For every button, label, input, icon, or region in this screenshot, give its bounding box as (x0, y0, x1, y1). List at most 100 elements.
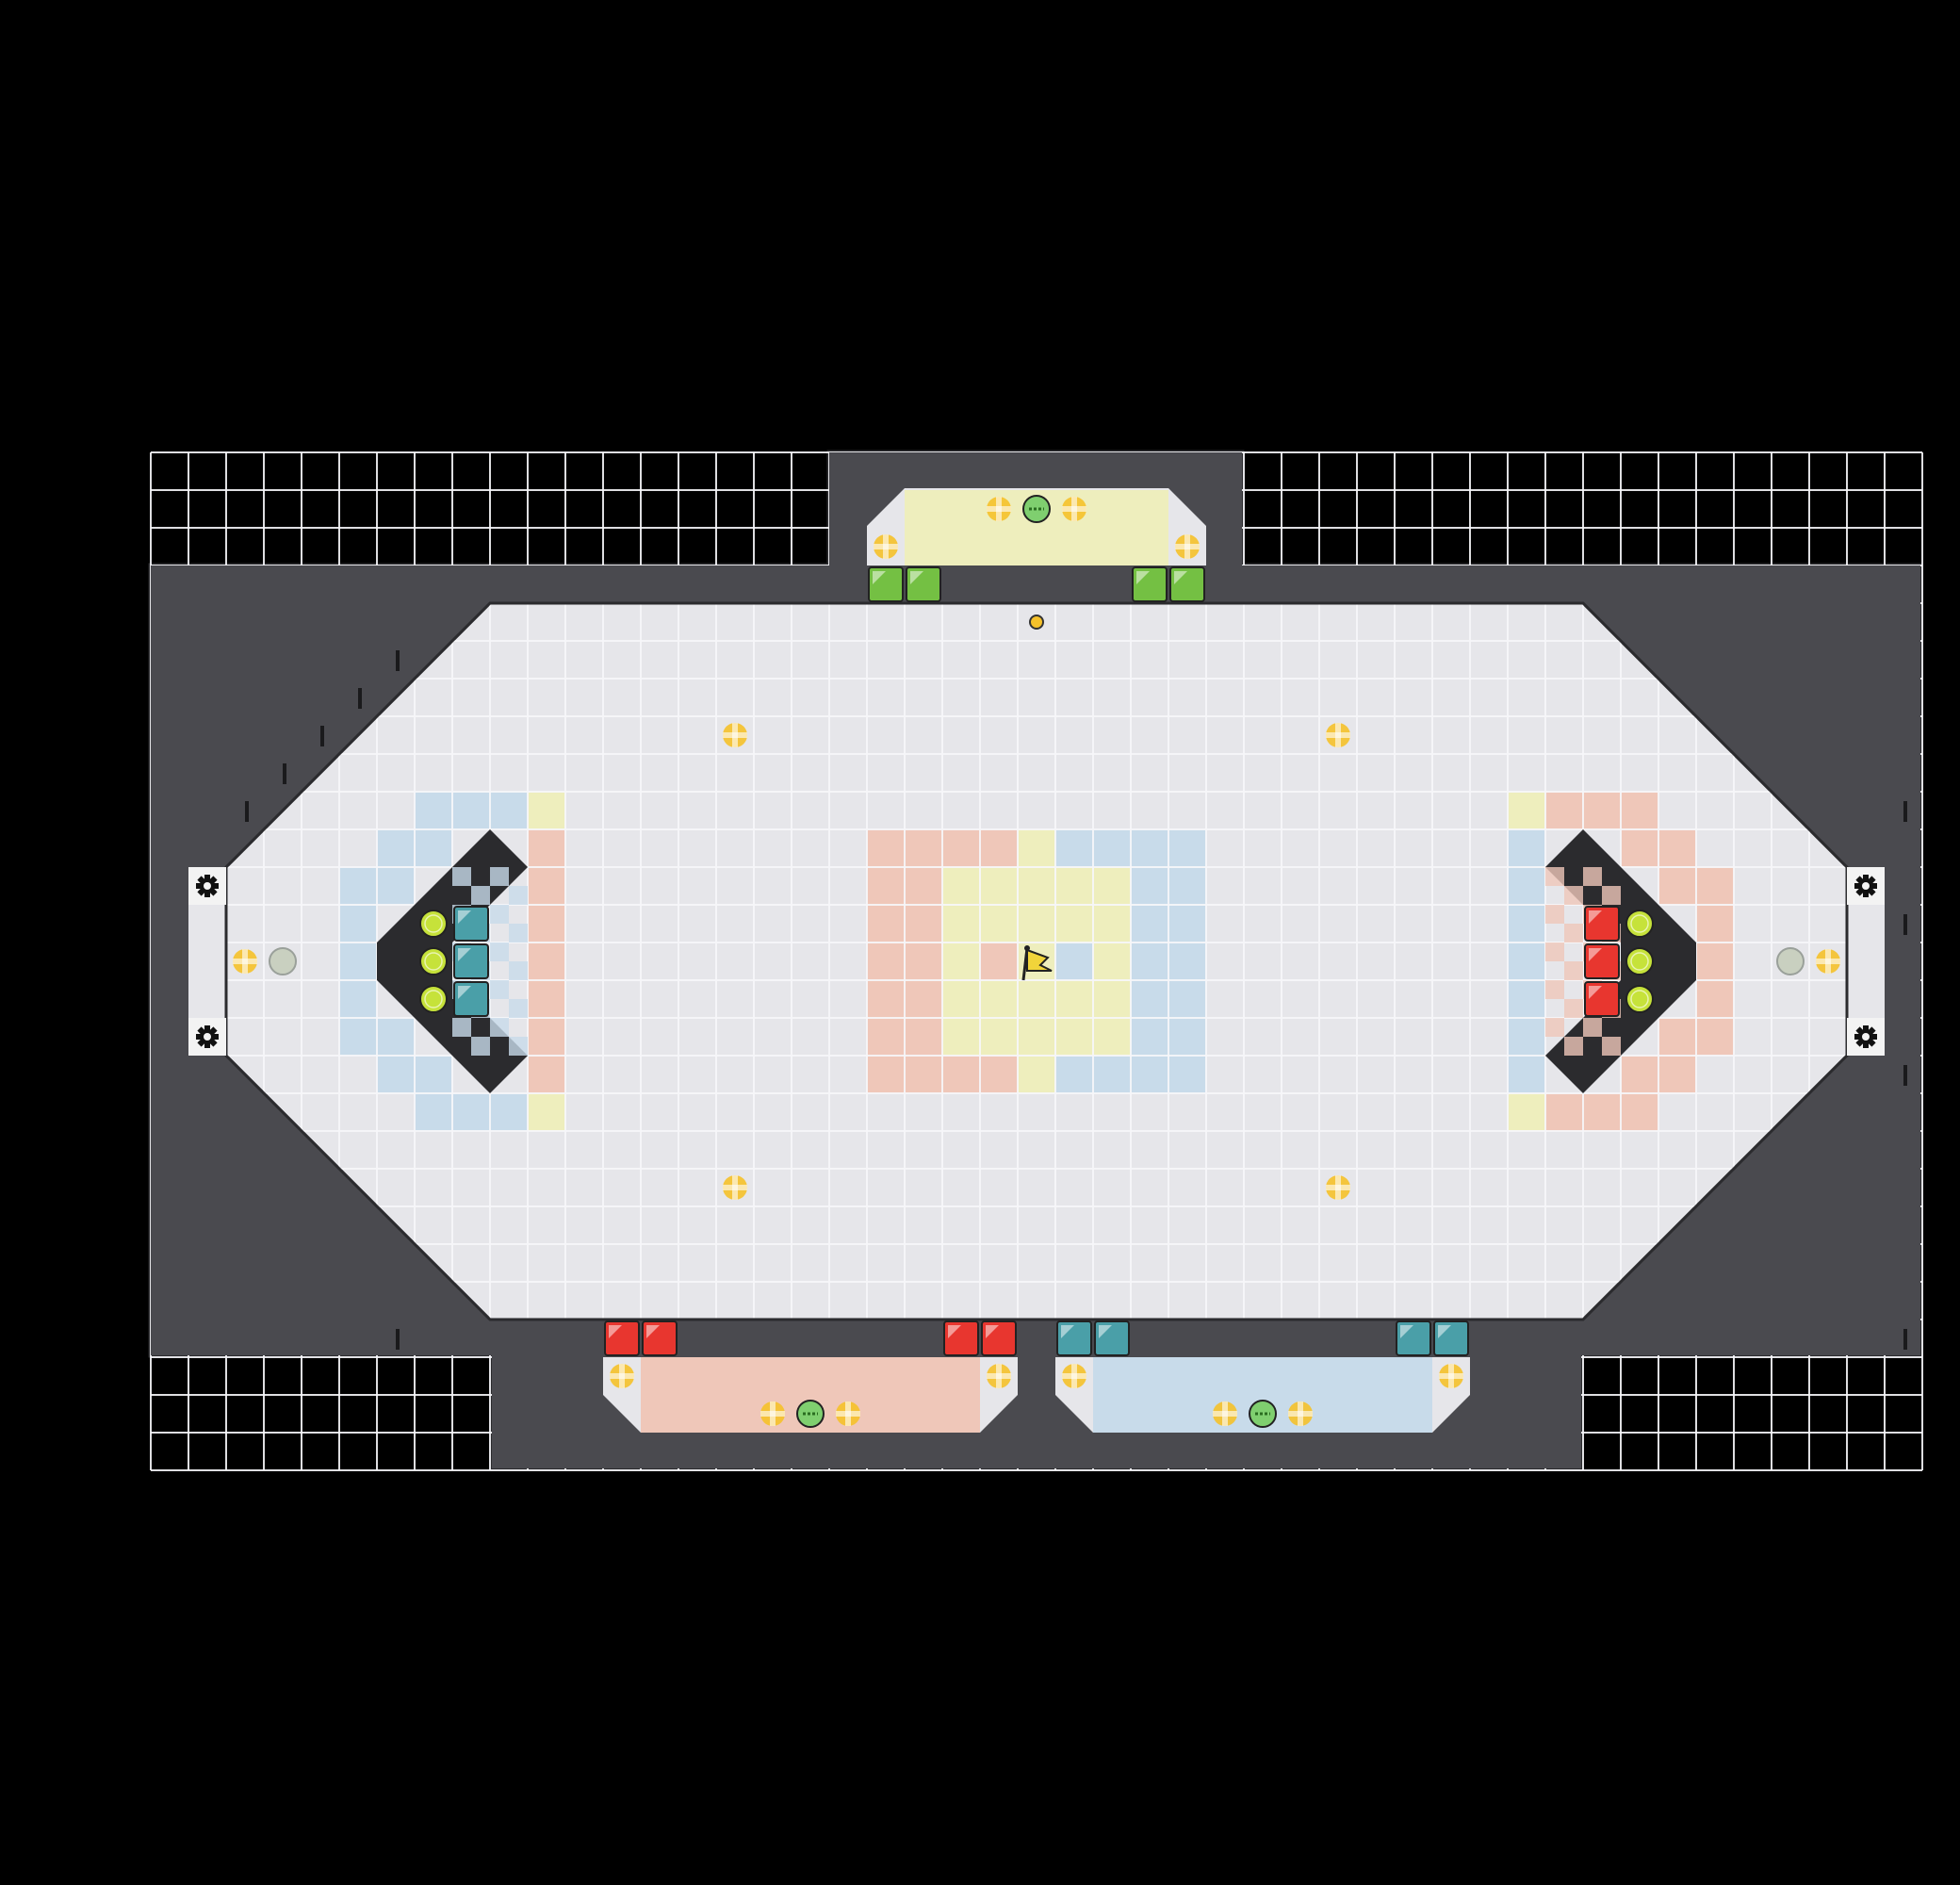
zone-tile (1696, 980, 1734, 1018)
gear-tooth (204, 892, 210, 897)
zone-tile (1093, 1395, 1131, 1433)
zone-tile (1168, 867, 1206, 905)
checker-cell (509, 924, 528, 942)
gear-hole (204, 1033, 211, 1041)
zone-tile (1093, 528, 1131, 566)
zone-tile (415, 829, 452, 867)
zone-tile (1055, 528, 1093, 566)
zone-tile (415, 1056, 452, 1093)
zone-tile (1244, 1357, 1282, 1395)
zone-tile (1583, 792, 1621, 829)
zone-tile (1658, 1018, 1696, 1056)
zone-tile (1282, 1357, 1319, 1395)
checker-cell (471, 886, 490, 905)
zone-tile (980, 942, 1018, 980)
zone-tile (452, 792, 490, 829)
boost-plus-icon (987, 1364, 1011, 1388)
gear-tooth (204, 1042, 210, 1048)
blue-goal-tile-shine (1400, 1325, 1413, 1338)
flag-icon[interactable] (1021, 945, 1053, 981)
gear-tooth (1863, 1025, 1869, 1031)
checker-cell (471, 1037, 490, 1056)
zone-tile (829, 1357, 867, 1395)
zone-tile (942, 1395, 980, 1433)
zone-tile (415, 792, 452, 829)
zone-tile (867, 980, 905, 1018)
zone-tile (905, 1056, 942, 1093)
floor-edge (224, 601, 1849, 1321)
boost-plus-icon (1439, 1364, 1463, 1388)
boost-plus-icon (987, 497, 1011, 521)
zone-tile (1131, 1357, 1168, 1395)
wall-notch (320, 726, 324, 746)
boost-plus-icon (1288, 1401, 1313, 1426)
ball (1625, 947, 1654, 975)
zone-tile (942, 829, 980, 867)
zone-tile (415, 1093, 452, 1131)
zone-tile (377, 867, 415, 905)
checker-cell (490, 867, 509, 886)
checker-cell (1583, 1018, 1602, 1037)
boost-bar (1175, 544, 1200, 549)
boost-plus-icon (1816, 949, 1840, 974)
zone-tile (1093, 1357, 1131, 1395)
zone-tile (1131, 980, 1168, 1018)
zone-tile (528, 942, 565, 980)
zone-tile (1545, 1093, 1583, 1131)
zone-tile (339, 942, 377, 980)
boost-plus-icon (874, 534, 898, 559)
zone-tile (1508, 829, 1545, 867)
checker-cell (509, 999, 528, 1018)
red-base-tile-shine (1589, 986, 1602, 999)
boost-bar (1326, 1185, 1350, 1190)
gear-tooth (204, 1025, 210, 1031)
boost-bar (610, 1373, 634, 1379)
bl-gate-bar (678, 1321, 942, 1355)
wall-notch (1903, 1329, 1907, 1350)
checker-cell (1564, 1037, 1583, 1056)
zone-tile (1357, 1395, 1395, 1433)
zone-tile (1055, 867, 1093, 905)
boost-plus-icon (1175, 534, 1200, 559)
zone-tile (1055, 942, 1093, 980)
gear-tooth (1863, 875, 1869, 880)
zone-tile (1055, 1056, 1093, 1093)
zone-tile (1395, 1395, 1432, 1433)
checker-cell (490, 905, 509, 924)
wall-overlay (151, 452, 1920, 1468)
zone-tile (942, 1357, 980, 1395)
zone-tile (905, 1357, 942, 1395)
wall-marks (245, 650, 1907, 1350)
ball (419, 947, 448, 975)
checker-cell (1545, 905, 1564, 924)
boost-bar (1062, 506, 1086, 512)
checker-cell (1545, 1018, 1564, 1037)
gear-hole (204, 882, 211, 890)
zone-tile (339, 980, 377, 1018)
zone-tile (528, 1093, 565, 1131)
zone-tile (1168, 942, 1206, 980)
checker-cell (452, 1018, 471, 1037)
gear-icon (1847, 867, 1885, 905)
zone-tile (1018, 905, 1055, 942)
flag-top (1024, 945, 1030, 951)
wall-notch (358, 688, 362, 709)
checker-cell (509, 886, 528, 905)
zone-tile (1131, 1018, 1168, 1056)
zone-tile (528, 867, 565, 905)
gear-icon (1847, 1018, 1885, 1056)
zone-tile (1621, 829, 1658, 867)
zone-tile (1357, 1357, 1395, 1395)
ball-ring (1630, 952, 1649, 971)
checker-cell (490, 942, 509, 961)
boost-bar (987, 1373, 1011, 1379)
red-goal-tile-shine (646, 1325, 660, 1338)
zone-tile (1168, 905, 1206, 942)
zone-tile (377, 829, 415, 867)
green-goal-tile-shine (1136, 571, 1150, 584)
boost-plus-icon (836, 1401, 860, 1426)
zone-tile (980, 829, 1018, 867)
zone-tile (1168, 1357, 1206, 1395)
zone-tile (980, 867, 1018, 905)
ball (1625, 910, 1654, 938)
